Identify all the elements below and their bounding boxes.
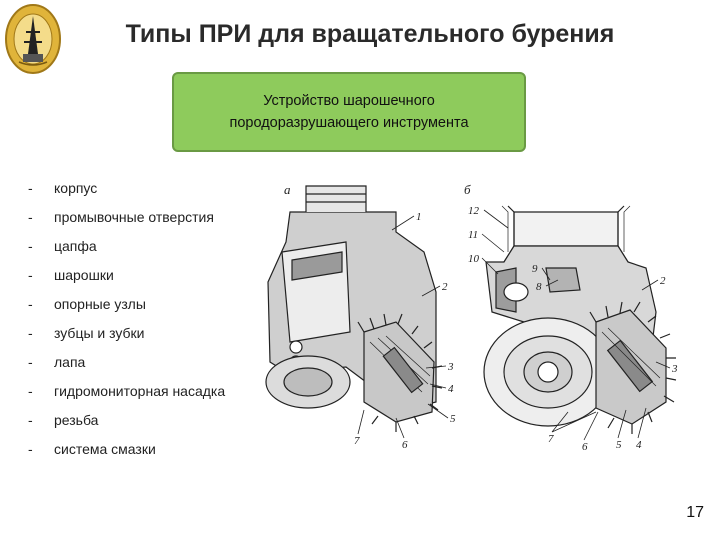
list-dash: - <box>28 412 33 428</box>
list-item-label: зубцы и зубки <box>54 325 145 341</box>
callout-b-3: 3 <box>671 363 678 375</box>
list-dash: - <box>28 267 33 283</box>
callout-b-8: 8 <box>536 281 542 293</box>
view-b-label: б <box>464 182 471 197</box>
callout-line-1: Устройство шарошечного <box>263 93 435 109</box>
list-item-label: промывочные отверстия <box>54 209 214 225</box>
list-dash: - <box>28 180 33 196</box>
callout-a-4: 4 <box>448 383 454 395</box>
page-number: 17 <box>686 504 704 521</box>
callout-a-3: 3 <box>447 361 454 373</box>
list-dash: - <box>28 209 33 225</box>
view-a-label: а <box>284 182 291 197</box>
list-item-label: резьба <box>54 412 99 428</box>
callout-b-4: 4 <box>636 439 642 451</box>
slide-title: Типы ПРИ для вращательного бурения <box>125 20 615 48</box>
list-item-label: опорные узлы <box>54 296 146 312</box>
callout-a-1: 1 <box>416 211 422 223</box>
roller-cone-bit-drawing: а 1 2 3 4 5 6 7 б 12 11 1 <box>265 182 678 453</box>
callout-b-9: 9 <box>532 263 538 275</box>
list-dash: - <box>28 238 33 254</box>
list-dash: - <box>28 383 33 399</box>
callout-b-7: 7 <box>548 433 554 445</box>
callout-a-2: 2 <box>442 281 448 293</box>
list-dash: - <box>28 325 33 341</box>
callout-line-2: породоразрушающего инструмента <box>229 115 469 131</box>
list-item-label: шарошки <box>54 267 114 283</box>
list-dash: - <box>28 441 33 457</box>
callout-a-7: 7 <box>354 435 360 447</box>
list-item-label: система смазки <box>54 441 156 457</box>
callout-b-11: 11 <box>468 229 478 241</box>
list-item-label: лапа <box>54 354 86 370</box>
list-item-label: корпус <box>54 180 98 196</box>
list-item-label: цапфа <box>54 238 97 254</box>
callout-a-6: 6 <box>402 439 408 451</box>
list-item-label: гидромониторная насадка <box>54 383 226 399</box>
callout-b-6: 6 <box>582 441 588 453</box>
callout-box: Устройство шарошечного породоразрушающег… <box>172 72 526 152</box>
callout-b-2: 2 <box>660 275 666 287</box>
callout-b-10: 10 <box>468 253 480 265</box>
callout-b-12: 12 <box>468 205 480 217</box>
list-dash: - <box>28 296 33 312</box>
university-emblem-logo <box>5 4 61 74</box>
callout-a-5: 5 <box>450 413 456 425</box>
callout-b-5: 5 <box>616 439 622 451</box>
list-dash: - <box>28 354 33 370</box>
